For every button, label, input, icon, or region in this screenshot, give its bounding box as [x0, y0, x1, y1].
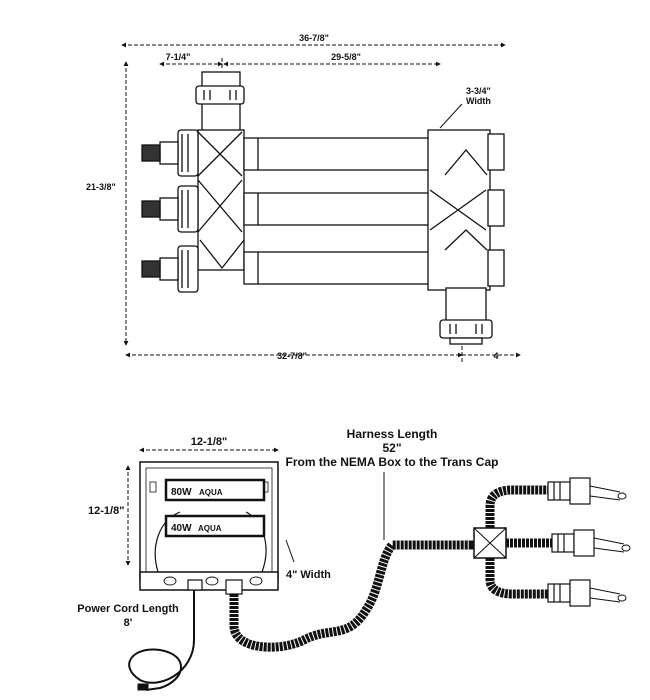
uv-tubes — [243, 137, 431, 285]
outlet-union — [439, 319, 493, 339]
overall-height-label: 21-3/8" — [86, 182, 116, 192]
outlet-width-label: 4 — [493, 351, 498, 361]
manifold-width-value: 3-3/4" — [466, 86, 491, 96]
ballast-80w-label: 80W — [171, 487, 192, 498]
ballast-80w — [164, 478, 266, 502]
left-connectors — [141, 129, 199, 293]
brand-logo-top: AQUA — [199, 488, 223, 497]
inlet-offset-label: 7-1/4" — [166, 52, 191, 62]
width-leader — [439, 103, 463, 129]
outlet-pipe — [445, 287, 487, 323]
manifold-width-word: Width — [466, 96, 491, 106]
ballast-40w — [164, 514, 266, 538]
brand-logo-bottom: AQUA — [198, 524, 222, 533]
overall-width-label: 36-7/8" — [299, 33, 329, 43]
top-diagram — [121, 42, 521, 362]
right-cross-fittings — [429, 148, 488, 251]
base-length-label: 32-7/8" — [277, 351, 307, 361]
box-height-label: 12-1/8" — [88, 505, 124, 517]
lamp-wires — [589, 485, 631, 603]
box-width-label: 12-1/8" — [191, 436, 227, 448]
harness-cable — [229, 540, 470, 652]
dimension-lines — [121, 42, 521, 362]
box-dimension-lines — [125, 447, 385, 566]
tube-span-label: 29-5/8" — [331, 52, 361, 62]
power-cord-title: Power Cord Length — [77, 603, 179, 615]
harness-length: 52" — [382, 441, 401, 455]
harness-title: Harness Length — [347, 427, 438, 441]
inlet-union — [195, 85, 245, 105]
power-cord-length: 8' — [124, 617, 133, 629]
left-tee-fittings — [197, 131, 245, 270]
power-cord — [128, 590, 195, 691]
box-depth-label: 4" Width — [286, 569, 331, 581]
harness-note: From the NEMA Box to the Trans Cap — [286, 455, 499, 469]
bottom-diagram — [125, 447, 631, 691]
trans-caps — [547, 477, 595, 607]
ballast-40w-label: 40W — [171, 523, 192, 534]
